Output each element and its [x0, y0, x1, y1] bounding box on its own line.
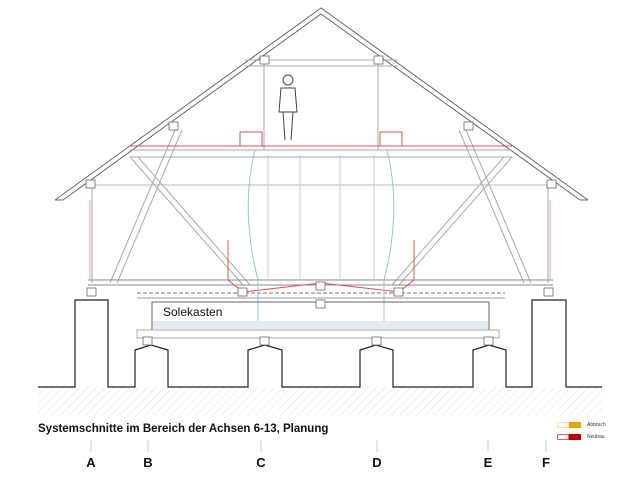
axis-label-c: C	[256, 455, 266, 470]
legend-label: Abbruch	[587, 422, 606, 428]
legend-swatch-fill	[569, 434, 581, 440]
drawing-title: Systemschnitte im Bereich der Achsen 6-1…	[38, 423, 329, 435]
legend-swatch-outline	[557, 422, 569, 428]
axis-ticks	[90, 440, 547, 452]
solekasten-label: Solekasten	[163, 305, 223, 319]
axis-label-a: A	[86, 455, 96, 470]
axis-label-f: F	[542, 455, 550, 470]
axis-label-b: B	[143, 455, 153, 470]
brine-tower	[247, 149, 395, 330]
axis-label-d: D	[372, 455, 382, 470]
roof	[54, 7, 589, 201]
foundation	[38, 299, 602, 388]
timber-frame	[88, 59, 553, 299]
legend-neubau: Neubau	[557, 433, 605, 441]
beam-sections	[85, 55, 557, 346]
new-construction-lines	[89, 131, 551, 293]
legend-label: Neubau	[587, 434, 605, 440]
person-figure	[278, 74, 298, 141]
legend-swatch-outline	[557, 434, 569, 440]
legend-abbruch: Abbruch	[557, 421, 606, 429]
axis-label-e: E	[483, 455, 493, 470]
legend-swatch-fill	[569, 422, 581, 428]
ground-hatch	[38, 387, 602, 415]
